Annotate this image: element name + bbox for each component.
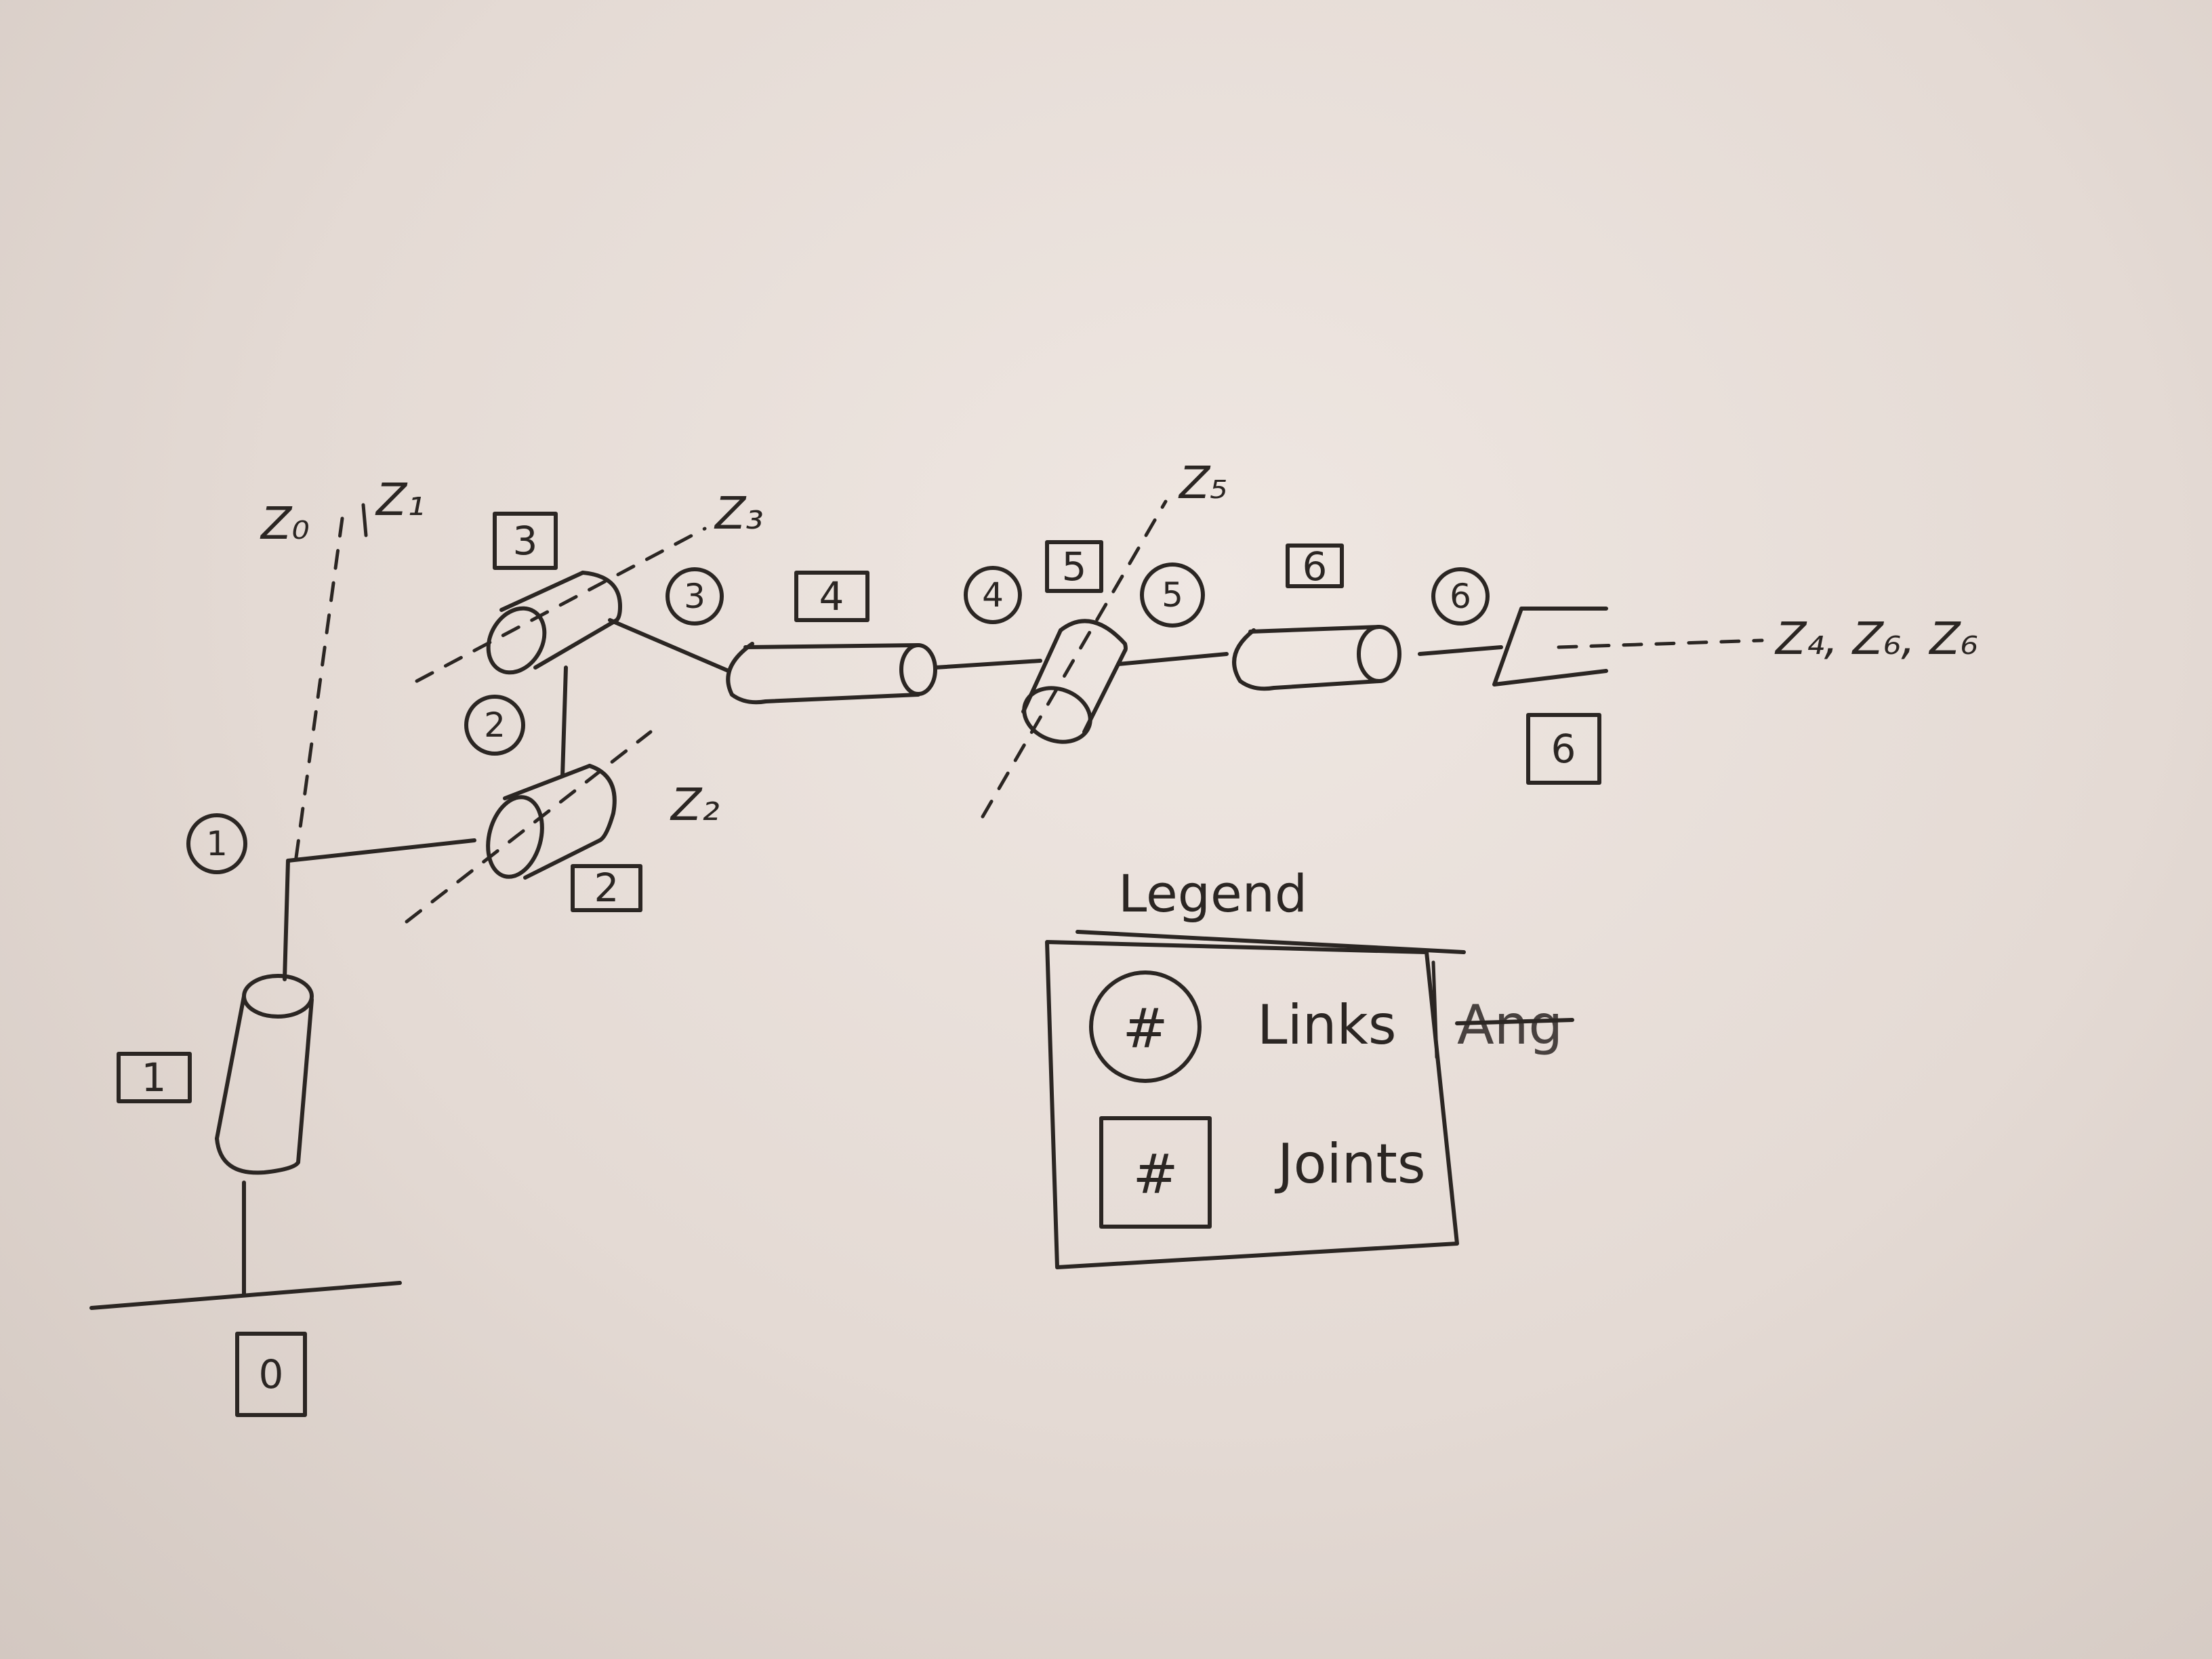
link-3-line	[608, 618, 731, 673]
legend-links-label: Links	[1257, 994, 1397, 1057]
z0-label: Z₀	[260, 497, 310, 550]
legend-frame	[1045, 940, 1459, 1269]
svg-text:6: 6	[1450, 577, 1471, 616]
end-effector	[1492, 607, 1608, 687]
link-circle-2: 2	[464, 695, 525, 756]
svg-text:4: 4	[819, 573, 844, 619]
link-circle-4: 4	[964, 566, 1022, 624]
link-6-line	[1418, 645, 1503, 656]
link-circle-6: 6	[1431, 567, 1490, 626]
svg-text:1: 1	[142, 1054, 167, 1101]
legend: Legend # Links Ang # Joints	[1045, 863, 1574, 1269]
joint-box-1: 1	[117, 1052, 192, 1103]
legend-strike-line	[1455, 1018, 1574, 1025]
z1-tick	[361, 503, 368, 537]
z3-label: Z₃	[714, 487, 764, 539]
joint-box-6: 6	[1286, 544, 1344, 590]
svg-text:2: 2	[594, 865, 619, 911]
z1-label: Z₁	[375, 474, 425, 526]
svg-text:3: 3	[513, 518, 538, 564]
legend-divider	[1431, 960, 1439, 1059]
joint-box-3: 3	[493, 512, 558, 570]
joint-2-cylinder	[486, 764, 617, 880]
z0-axis-line	[293, 516, 344, 869]
svg-text:3: 3	[684, 577, 705, 616]
joint-box-0: 0	[235, 1332, 307, 1417]
joint-box-2: 2	[571, 864, 642, 912]
end-axis-line	[1557, 638, 1764, 649]
svg-text:5: 5	[1062, 544, 1087, 590]
z5-axis-line	[981, 499, 1168, 819]
legend-joint-symbol	[1099, 1116, 1212, 1229]
joint-3-cylinder	[486, 571, 622, 675]
legend-joints-label: Joints	[1274, 1132, 1426, 1195]
svg-text:6: 6	[1303, 544, 1328, 590]
legend-link-symbol	[1089, 970, 1202, 1083]
svg-text:6: 6	[1551, 726, 1576, 772]
link-4-line	[933, 659, 1042, 670]
link-2-line	[560, 665, 568, 778]
svg-text:5: 5	[1162, 575, 1183, 615]
link-circle-5: 5	[1140, 562, 1205, 628]
svg-text:1: 1	[206, 824, 228, 863]
svg-text:#: #	[1132, 1143, 1178, 1206]
link-circle-1: 1	[186, 813, 247, 874]
joint-6-cylinder	[1232, 625, 1401, 691]
legend-struck-text: Ang	[1457, 994, 1563, 1057]
joint-box-end: 6	[1526, 713, 1601, 785]
z2-axis-line	[405, 730, 653, 924]
link-circle-3: 3	[665, 567, 724, 626]
svg-text:4: 4	[982, 575, 1004, 615]
joint-box-5: 5	[1045, 540, 1103, 593]
joint-1-cylinder	[215, 974, 314, 1175]
z5-label: Z₅	[1178, 457, 1228, 509]
z3-axis-line	[415, 527, 707, 683]
svg-text:#: #	[1122, 997, 1168, 1060]
svg-text:0: 0	[259, 1351, 284, 1397]
joint-4-cylinder	[726, 642, 937, 705]
z4-z6-label: Z₄, Z₆, Z₆	[1774, 613, 1978, 665]
link-1-line	[283, 838, 476, 981]
legend-title: Legend	[1118, 863, 1307, 924]
link-5-line	[1116, 652, 1229, 666]
joint-box-4: 4	[794, 571, 869, 622]
z2-label: Z₂	[670, 779, 720, 831]
legend-title-underline	[1076, 930, 1466, 954]
svg-text:2: 2	[484, 705, 506, 745]
